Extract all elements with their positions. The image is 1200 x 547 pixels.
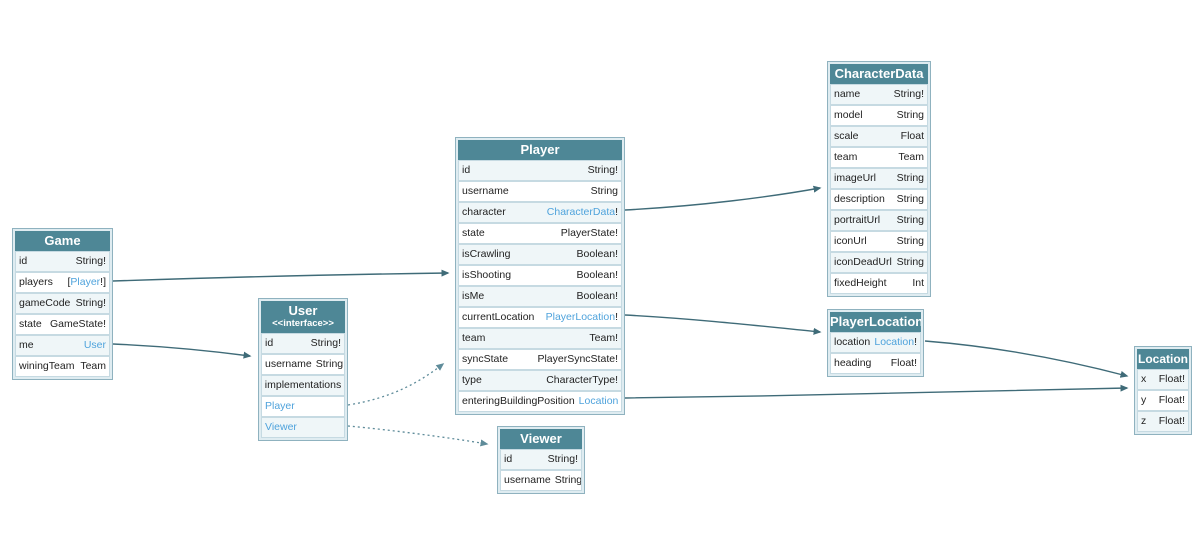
type-link[interactable]: Location	[578, 395, 619, 407]
node-viewer-title[interactable]: Viewer	[500, 429, 582, 449]
edge-user-viewer-implementation	[347, 425, 489, 447]
type-link[interactable]: Location	[874, 336, 915, 348]
edge-game-me-to-user	[112, 343, 252, 359]
node-game-title[interactable]: Game	[15, 231, 110, 251]
node-playerlocation-title[interactable]: PlayerLocation	[830, 312, 921, 332]
node-characterdata-title[interactable]: CharacterData	[830, 64, 928, 84]
edge-game-players-to-player	[112, 269, 450, 282]
node-user-title[interactable]: User<<interface>>	[261, 301, 345, 333]
node-location-title[interactable]: Location	[1137, 349, 1189, 369]
edge-playerlocation-location-to-location	[924, 340, 1129, 378]
edge-user-player-implementation	[347, 363, 445, 406]
field-row-game-players[interactable]: players[Player!]	[15, 272, 110, 293]
node-player-title[interactable]: Player	[458, 140, 622, 160]
type-link[interactable]: PlayerLocation	[545, 311, 616, 323]
implementation-link-viewer[interactable]: Viewer	[261, 417, 345, 438]
type-link[interactable]: User	[83, 339, 106, 351]
implementation-link-player[interactable]: Player	[261, 396, 345, 417]
edge-player-character-to-characterdata	[624, 185, 822, 211]
type-link[interactable]: Player	[70, 276, 101, 288]
implementations-label-row: implementations	[261, 375, 345, 396]
type-link[interactable]: CharacterData	[546, 206, 616, 218]
interface-stereotype: <<interface>>	[272, 318, 334, 329]
edge-player-enteringbuildingposition-to-location	[624, 384, 1129, 399]
edge-player-currentlocation-to-playerlocation	[624, 314, 822, 335]
